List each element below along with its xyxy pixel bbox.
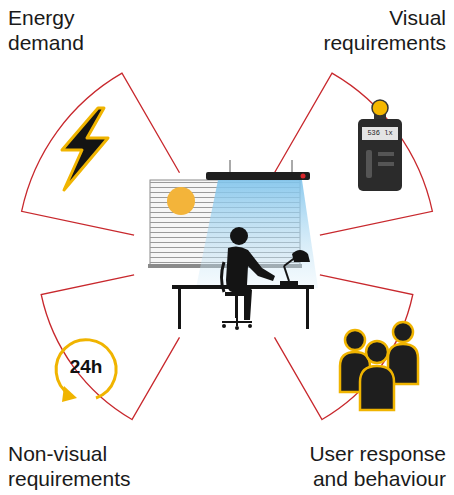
heading-label: Non-visual requirements <box>8 442 143 492</box>
nonvisual-sector <box>41 275 179 420</box>
heading-label: User response and behaviour <box>281 442 446 492</box>
people-icon <box>340 322 418 410</box>
luminaire <box>206 160 310 180</box>
clock-icon <box>56 340 116 402</box>
lux-meter-icon <box>358 100 402 191</box>
seated-person <box>222 227 276 330</box>
display-reading: 536 lx <box>362 130 398 137</box>
desk-lamp <box>280 250 310 285</box>
clock-label: 24h <box>56 356 116 378</box>
heading-label: Energy demand <box>8 6 118 56</box>
lightning-icon <box>62 108 108 190</box>
heading-label: Visual requirements <box>316 6 446 56</box>
sector-outlines <box>22 73 433 419</box>
